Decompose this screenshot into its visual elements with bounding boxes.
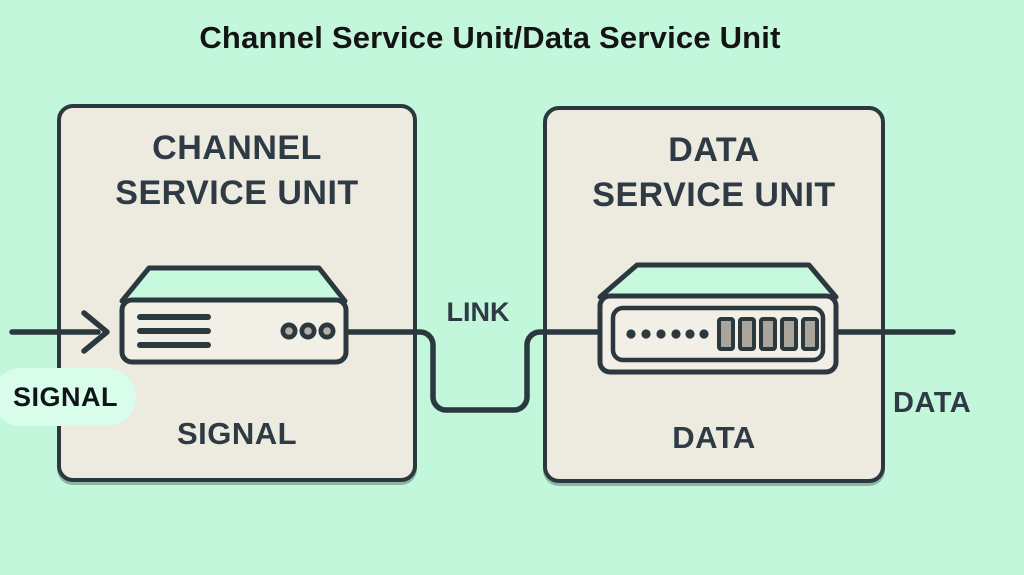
csu-heading-line1: CHANNEL [152, 129, 322, 167]
page-title: Channel Service Unit/Data Service Unit [199, 20, 781, 55]
dsu-heading: DATA SERVICE UNIT [547, 128, 881, 218]
csu-heading: CHANNEL SERVICE UNIT [61, 126, 413, 216]
signal-label-halo [0, 368, 136, 426]
input-signal-label: SIGNAL [13, 382, 119, 412]
csu-signal-label: SIGNAL [176, 416, 298, 451]
dsu-data-label: DATA [672, 420, 756, 455]
dsu-heading-line2: SERVICE UNIT [592, 176, 836, 214]
dsu-box: DATA SERVICE UNIT DATA [543, 106, 885, 483]
link-label: LINK [446, 297, 510, 327]
dsu-heading-line1: DATA [668, 131, 760, 169]
csu-heading-line2: SERVICE UNIT [115, 174, 359, 212]
output-data-label: DATA [893, 387, 972, 419]
